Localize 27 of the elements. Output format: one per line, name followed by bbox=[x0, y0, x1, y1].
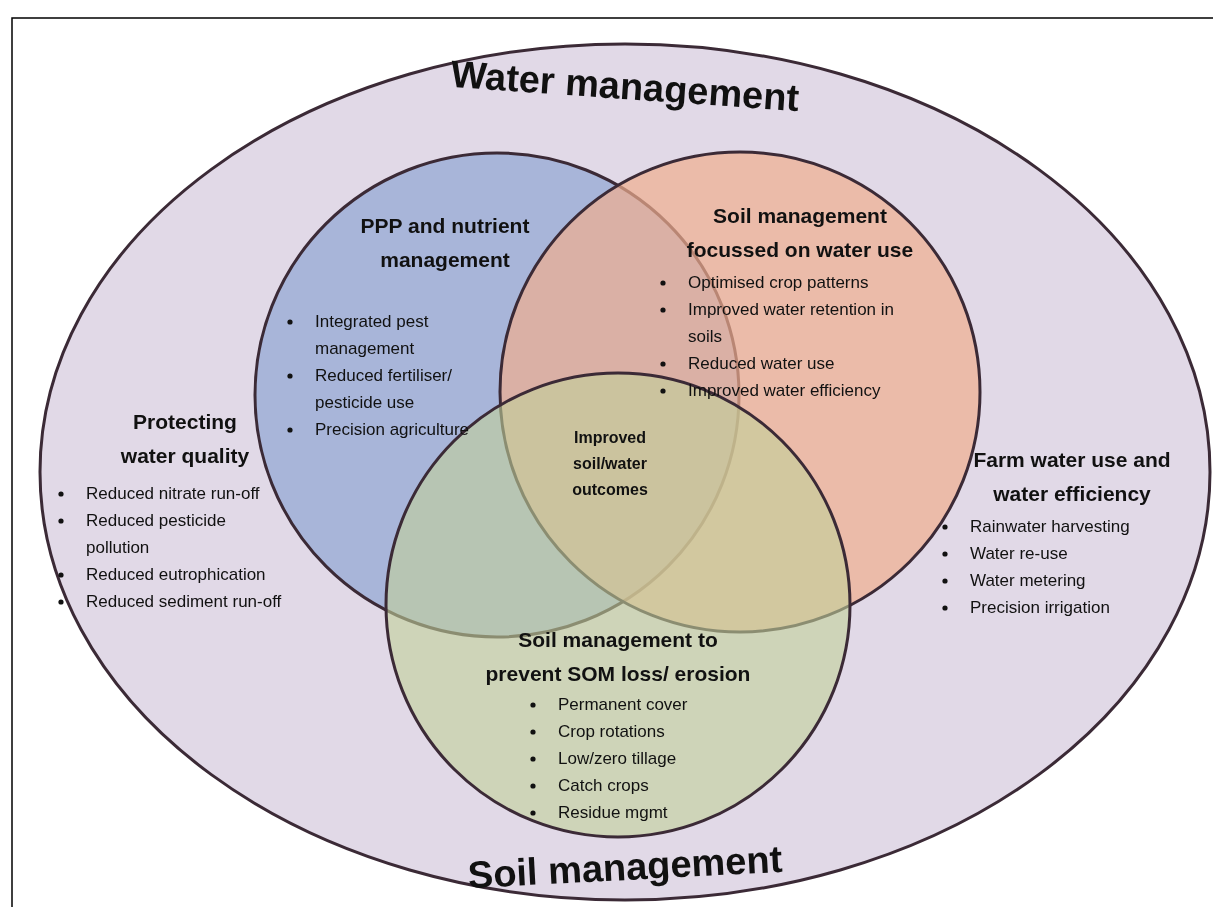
bullet-item: Reduced water use bbox=[688, 354, 835, 373]
diagram-heading: Water management bbox=[448, 51, 802, 122]
circle-heading: Soil management focussed on water use bbox=[685, 203, 915, 263]
bullet-item: Precision irrigation bbox=[970, 598, 1110, 617]
diagram-heading: Soil management bbox=[465, 836, 785, 899]
bullet-item: Permanent cover bbox=[558, 695, 688, 714]
bullet-item: Reduced nitrate run-off bbox=[86, 484, 260, 503]
group-heading: Protecting water quality bbox=[119, 409, 251, 469]
bullet-item: Residue mgmt bbox=[558, 803, 668, 822]
bullet-item: Water re-use bbox=[970, 544, 1068, 563]
bullet-item: Reduced pesticide pollution bbox=[86, 511, 226, 557]
bullet-item: Water metering bbox=[970, 571, 1086, 590]
bullet-item: Reduced sediment run-off bbox=[86, 592, 282, 611]
bullet-item: Catch crops bbox=[558, 776, 649, 795]
bullet-item: Reduced eutrophication bbox=[86, 565, 266, 584]
bullet-item: Integrated pest management bbox=[315, 312, 429, 358]
overlap-label: Improved soil/water outcomes bbox=[571, 428, 649, 500]
bullet-item: Reduced fertiliser/ pesticide use bbox=[315, 366, 452, 412]
group-heading: Farm water use and water efficiency bbox=[972, 447, 1172, 507]
bullet-item: Rainwater harvesting bbox=[970, 517, 1130, 536]
circle-heading: PPP and nutrient management bbox=[359, 213, 531, 273]
bullet-item: Improved water retention in soils bbox=[688, 300, 894, 346]
bullet-item: Crop rotations bbox=[558, 722, 665, 741]
bullet-item: Precision agriculture bbox=[315, 420, 469, 439]
bullet-item: Optimised crop patterns bbox=[688, 273, 869, 292]
bullet-item: Low/zero tillage bbox=[558, 749, 677, 768]
circle-heading: Soil management to prevent SOM loss/ erosion bbox=[484, 627, 752, 687]
